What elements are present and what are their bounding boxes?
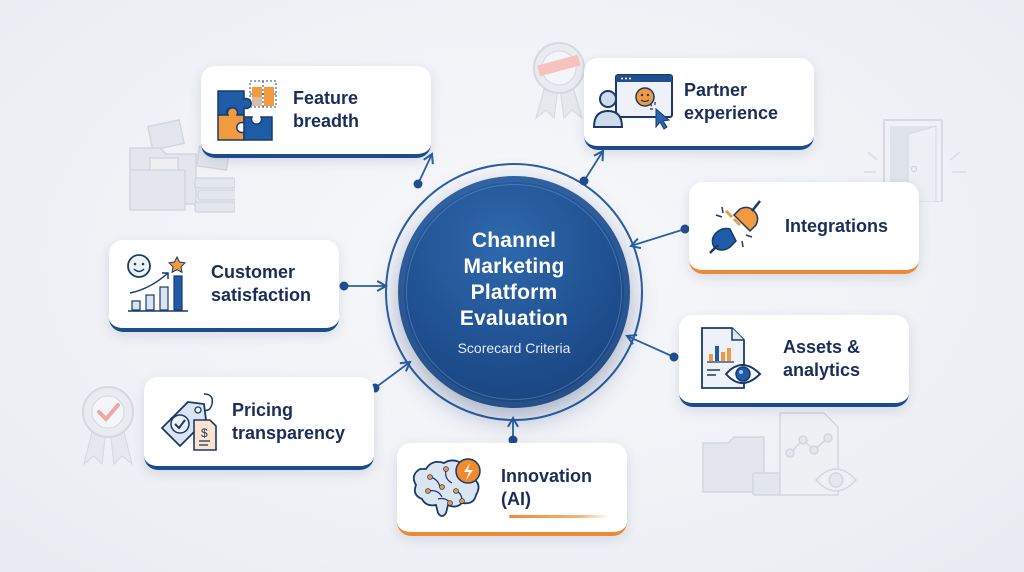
puzzle-icon (201, 70, 293, 150)
connector-node-6 (339, 281, 349, 291)
plug-icon (689, 186, 785, 266)
connector-node-4 (508, 435, 518, 445)
svg-text:$: $ (201, 426, 208, 440)
criterion-label: Feature breadth (293, 88, 360, 131)
hub-inner-ring (406, 184, 622, 400)
connector-arrow-0 (417, 152, 434, 185)
connector-node-2 (680, 224, 690, 234)
connector-node-3 (669, 352, 679, 362)
connector-node-1 (579, 176, 589, 186)
criterion-label: Integrations (785, 215, 889, 236)
connector-arrow-2 (629, 228, 686, 250)
criterion-card-pricing-transparency[interactable]: $ Pricing transparency (144, 377, 374, 470)
criterion-label: Innovation (AI) (501, 465, 592, 509)
criterion-label: Pricing transparency (232, 399, 346, 443)
document-eye-icon (679, 319, 783, 399)
partner-screen-icon (584, 62, 684, 142)
criterion-label: Customer satisfaction (211, 262, 312, 305)
central-hub: Channel Marketing Platform Evaluation Sc… (398, 176, 630, 408)
criterion-label: Assets & analytics (783, 337, 861, 380)
price-tag-icon: $ (144, 382, 232, 462)
award-check-icon (78, 382, 138, 467)
satisfaction-chart-icon (109, 244, 211, 324)
connector-node-0 (413, 179, 423, 189)
criterion-card-innovation-ai[interactable]: Innovation (AI) (397, 443, 627, 536)
connector-arrow-1 (583, 149, 605, 182)
label-underline (509, 515, 609, 518)
criterion-card-feature-breadth[interactable]: Feature breadth (201, 66, 431, 158)
criterion-card-assets-analytics[interactable]: Assets & analytics (679, 315, 909, 407)
brain-ai-icon (397, 448, 501, 528)
criterion-card-partner-experience[interactable]: Partner experience (584, 58, 814, 150)
connector-arrow-5 (374, 360, 412, 389)
connector-arrow-3 (625, 333, 675, 358)
criterion-card-integrations[interactable]: Integrations (689, 182, 919, 274)
criterion-label: Partner experience (684, 80, 779, 123)
analytics-folder-icon (698, 408, 858, 500)
criterion-card-customer-satisfaction[interactable]: Customer satisfaction (109, 240, 339, 332)
